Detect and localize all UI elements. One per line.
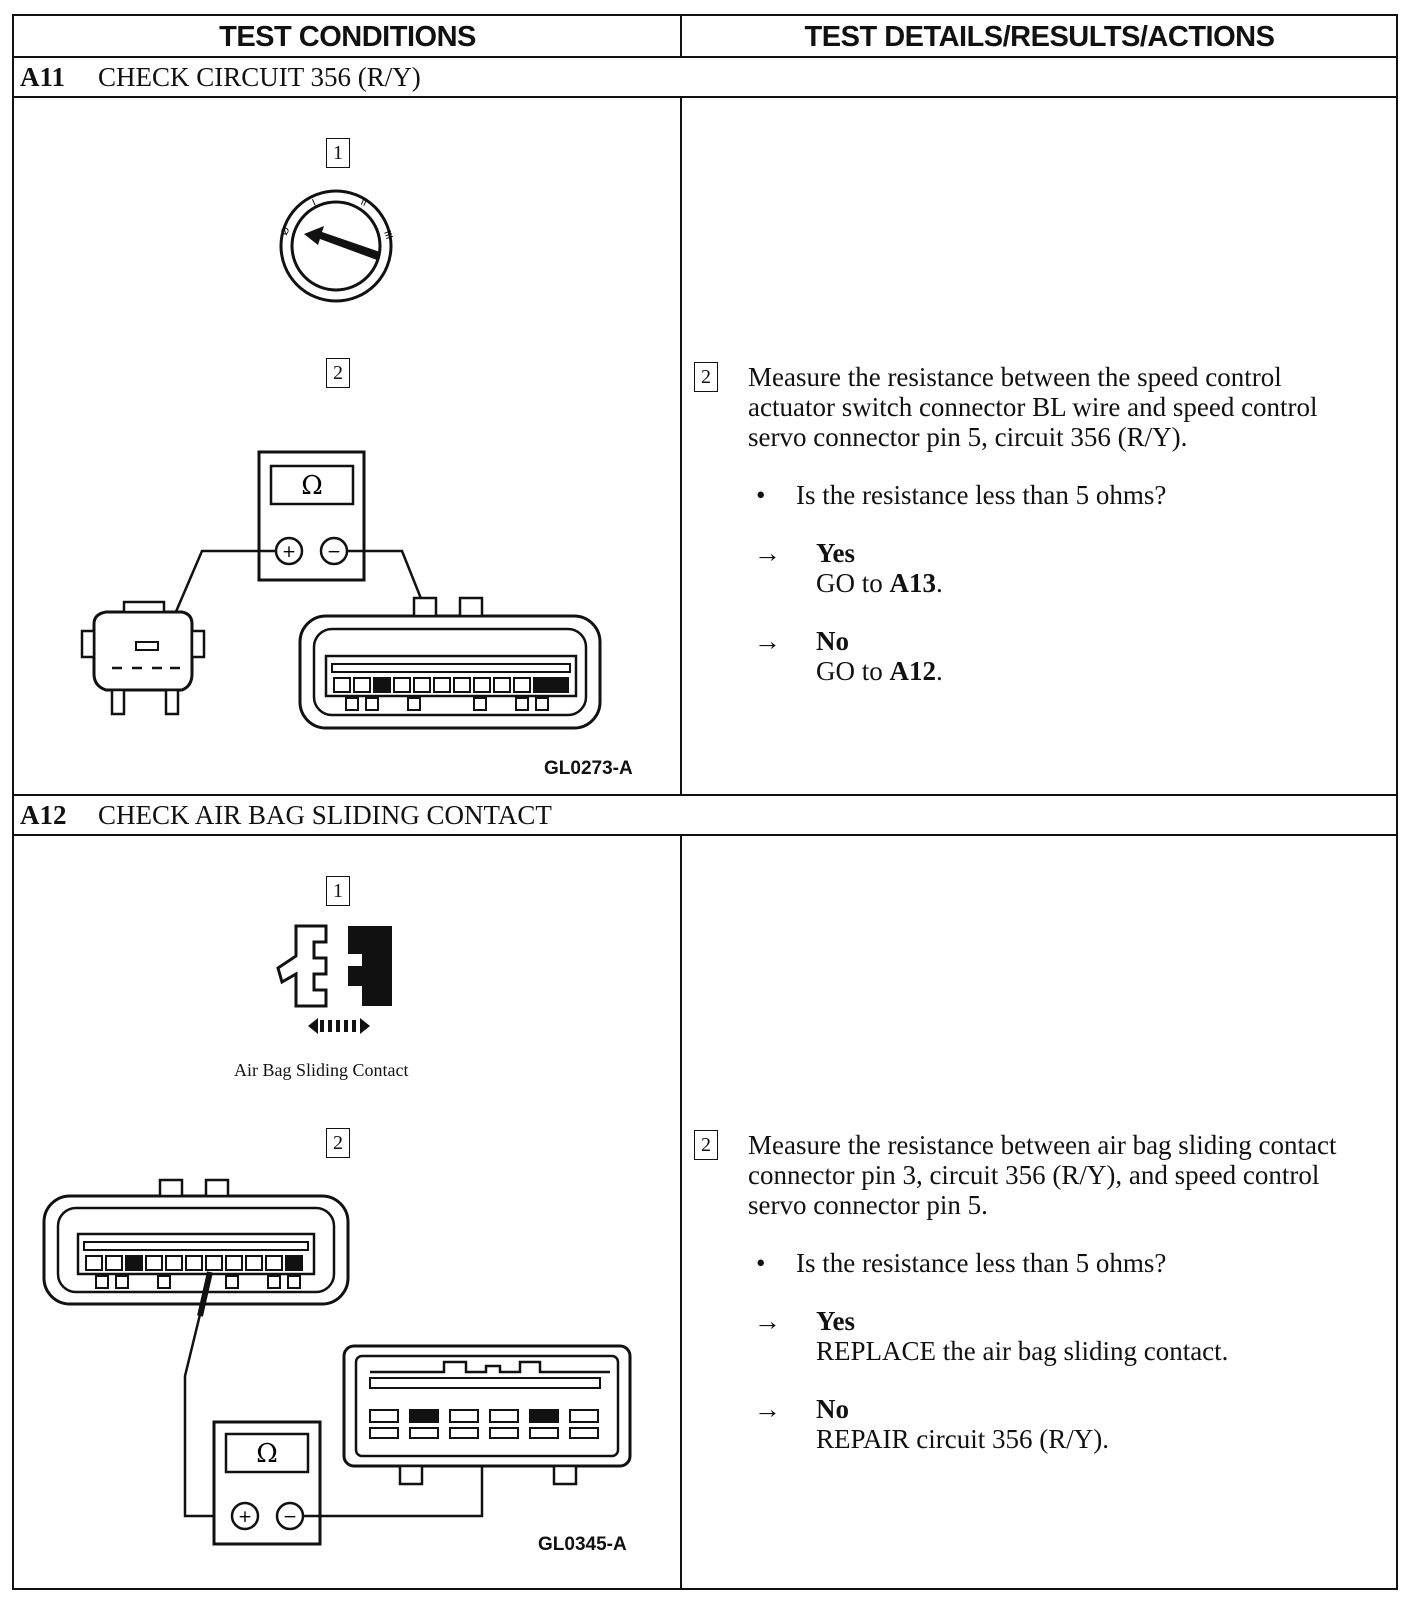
question-text: Is the resistance less than 5 ohms? <box>796 480 1167 510</box>
figure-code: GL0273-A <box>544 758 633 779</box>
step-title-text: CHECK AIR BAG SLIDING CONTACT <box>98 799 552 830</box>
a11-ohmmeter-diagram: Ω + − <box>80 450 602 730</box>
question-text: Is the resistance less than 5 ohms? <box>796 1248 1167 1278</box>
column-header-test-conditions: TEST CONDITIONS <box>219 20 476 53</box>
sliding-contact-icon <box>276 924 392 1034</box>
arrow-right-icon: → <box>754 1394 781 1424</box>
ignition-ii-label: II <box>359 197 369 209</box>
action-text: REPAIR circuit 356 (R/Y). <box>816 1424 1109 1454</box>
detail-step-box: 2 <box>694 1130 718 1160</box>
bullet-icon: • <box>756 1248 766 1278</box>
column-header-test-details: TEST DETAILS/RESULTS/ACTIONS <box>804 20 1275 53</box>
divider <box>14 56 1396 58</box>
divider <box>14 834 1396 836</box>
a12-ohmmeter-diagram: Ω + − <box>42 1178 632 1546</box>
arrow-right-icon: → <box>754 1306 781 1336</box>
arrow-right-icon: → <box>754 538 781 568</box>
figure-step-box: 2 <box>326 358 350 388</box>
figure-step-box: 1 <box>326 876 350 906</box>
ignition-iii-label: III <box>381 229 394 241</box>
figure-code: GL0345-A <box>538 1534 627 1555</box>
figure-caption: Air Bag Sliding Contact <box>234 1060 409 1080</box>
result-yes: Yes GO to A13. <box>816 538 943 598</box>
answer-label: Yes <box>816 538 855 568</box>
action-ref: A12 <box>889 656 937 686</box>
ohm-symbol: Ω <box>256 1439 278 1469</box>
ignition-switch-icon: Ø I II III <box>279 189 394 303</box>
action-suffix: . <box>936 656 943 686</box>
answer-label: No <box>816 626 849 656</box>
divider <box>14 96 1396 98</box>
step-title-a11: A11 CHECK CIRCUIT 356 (R/Y) <box>20 58 421 96</box>
action-text: REPLACE the air bag sliding contact. <box>816 1336 1229 1366</box>
minus-terminal: − <box>327 542 341 562</box>
detail-text: Measure the resistance between air bag s… <box>748 1130 1337 1220</box>
ohm-symbol: Ω <box>301 471 323 501</box>
divider <box>14 794 1396 796</box>
plus-terminal: + <box>282 542 296 562</box>
action-ref: A13 <box>889 568 937 598</box>
step-title-a12: A12 CHECK AIR BAG SLIDING CONTACT <box>20 796 552 834</box>
step-id: A12 <box>20 799 67 830</box>
column-divider <box>680 834 682 1590</box>
action-prefix: GO to <box>816 568 890 598</box>
figure-step-box: 2 <box>326 1128 350 1158</box>
action-suffix: . <box>936 568 943 598</box>
column-divider <box>680 96 682 796</box>
column-divider <box>680 16 682 58</box>
step-id: A11 <box>20 61 66 92</box>
minus-terminal: − <box>283 1507 297 1527</box>
action-prefix: GO to <box>816 656 890 686</box>
plus-terminal: + <box>238 1507 252 1527</box>
figure-step-box: 1 <box>326 138 350 168</box>
result-yes: Yes REPLACE the air bag sliding contact. <box>816 1306 1228 1366</box>
detail-step-box: 2 <box>694 362 718 392</box>
detail-text: Measure the resistance between the speed… <box>748 362 1318 452</box>
bullet-icon: • <box>756 480 766 510</box>
diagnostic-table: TEST CONDITIONS TEST DETAILS/RESULTS/ACT… <box>12 14 1398 1590</box>
arrow-right-icon: → <box>754 626 781 656</box>
answer-label: Yes <box>816 1306 855 1336</box>
result-no: No GO to A12. <box>816 626 943 686</box>
result-no: No REPAIR circuit 356 (R/Y). <box>816 1394 1109 1454</box>
answer-label: No <box>816 1394 849 1424</box>
step-title-text: CHECK CIRCUIT 356 (R/Y) <box>98 61 421 92</box>
ignition-i-label: I <box>311 198 318 209</box>
